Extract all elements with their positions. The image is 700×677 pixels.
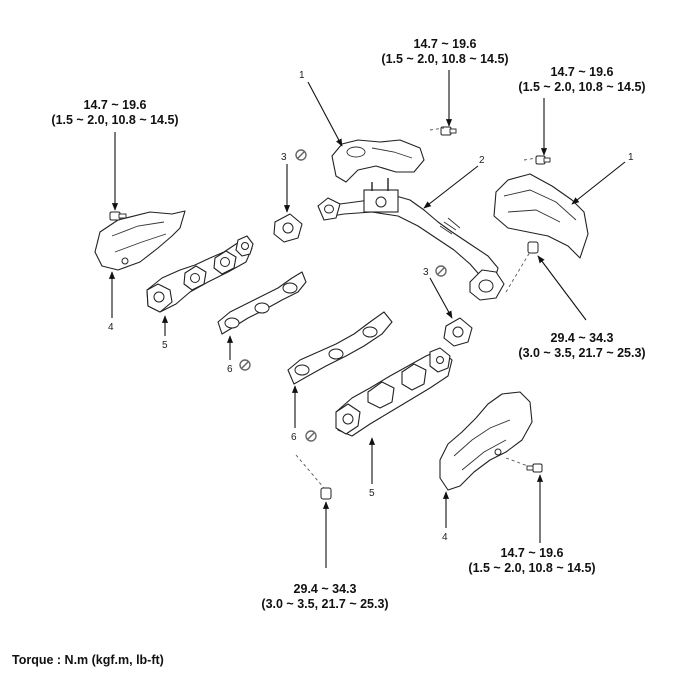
nut-bottom	[320, 487, 332, 500]
torque-conversion: (1.5 ~ 2.0, 10.8 ~ 14.5)	[381, 52, 509, 66]
torque-value: 14.7 ~ 19.6	[413, 37, 477, 51]
torque-value: 29.4 ~ 34.3	[550, 331, 614, 345]
torque-value: 14.7 ~ 19.6	[550, 65, 614, 79]
leader-1b	[571, 161, 626, 205]
torque-conversion: (1.5 ~ 2.0, 10.8 ~ 14.5)	[468, 561, 596, 575]
gasket-left	[217, 271, 307, 335]
gasket-center	[287, 311, 393, 385]
torque-label-bottom: 14.7 ~ 19.6 (1.5 ~ 2.0, 10.8 ~ 14.5)	[450, 546, 614, 576]
torque-value: 14.7 ~ 19.6	[500, 546, 564, 560]
callout-5a: 5	[162, 340, 168, 351]
callout-1b: 1	[628, 152, 634, 163]
no-reuse-icon-6b	[305, 430, 317, 442]
callout-4a: 4	[108, 322, 114, 333]
callout-6b: 6	[291, 432, 297, 443]
torque-unit-note: Torque : N.m (kgf.m, lb-ft)	[12, 653, 164, 667]
bolt-bottom	[526, 463, 543, 473]
torque-label-left: 14.7 ~ 19.6 (1.5 ~ 2.0, 10.8 ~ 14.5)	[33, 98, 197, 128]
torque-label-right: 14.7 ~ 19.6 (1.5 ~ 2.0, 10.8 ~ 14.5)	[500, 65, 664, 95]
torque-value: 14.7 ~ 19.6	[83, 98, 147, 112]
callout-3b: 3	[423, 267, 429, 278]
torque-label-nut-right: 29.4 ~ 34.3 (3.0 ~ 3.5, 21.7 ~ 25.3)	[500, 331, 664, 361]
heat-protector-right	[493, 173, 589, 259]
torque-conversion: (3.0 ~ 3.5, 21.7 ~ 25.3)	[261, 597, 389, 611]
no-reuse-icon-3a	[295, 149, 307, 161]
leader-1a	[307, 81, 343, 147]
no-reuse-icon-3b	[435, 265, 447, 277]
bolt-center	[440, 126, 457, 136]
exhaust-pipe	[317, 178, 505, 301]
torque-conversion: (1.5 ~ 2.0, 10.8 ~ 14.5)	[51, 113, 179, 127]
torque-label-center: 14.7 ~ 19.6 (1.5 ~ 2.0, 10.8 ~ 14.5)	[363, 37, 527, 67]
heat-protector-center	[331, 139, 425, 183]
callout-5b: 5	[369, 488, 375, 499]
guide-line-1	[429, 127, 445, 131]
torque-arrow-nut-right	[537, 255, 587, 321]
guide-line-4	[295, 454, 325, 489]
leader-3b	[429, 277, 453, 319]
callout-3a: 3	[281, 152, 287, 163]
bolt-left	[109, 211, 127, 221]
bolt-right	[535, 155, 551, 165]
callout-4b: 4	[442, 532, 448, 543]
flange-gasket-right	[443, 317, 473, 347]
torque-label-nut-bottom: 29.4 ~ 34.3 (3.0 ~ 3.5, 21.7 ~ 25.3)	[243, 582, 407, 612]
no-reuse-icon-6a	[239, 359, 251, 371]
callout-6a: 6	[227, 364, 233, 375]
exhaust-manifold-left	[146, 235, 254, 313]
exhaust-manifold-center	[335, 347, 453, 437]
heat-protector-left	[94, 210, 186, 271]
flange-gasket-left	[273, 213, 303, 243]
heat-protector-bottom	[439, 391, 533, 491]
torque-conversion: (3.0 ~ 3.5, 21.7 ~ 25.3)	[518, 346, 646, 360]
guide-line-2	[523, 157, 537, 161]
leader-2	[423, 165, 479, 209]
guide-line-3	[505, 251, 531, 293]
guide-line-5	[505, 457, 529, 467]
torque-value: 29.4 ~ 34.3	[293, 582, 357, 596]
callout-1a: 1	[299, 70, 305, 81]
callout-2: 2	[479, 155, 485, 166]
nut-right	[527, 241, 539, 254]
torque-conversion: (1.5 ~ 2.0, 10.8 ~ 14.5)	[518, 80, 646, 94]
